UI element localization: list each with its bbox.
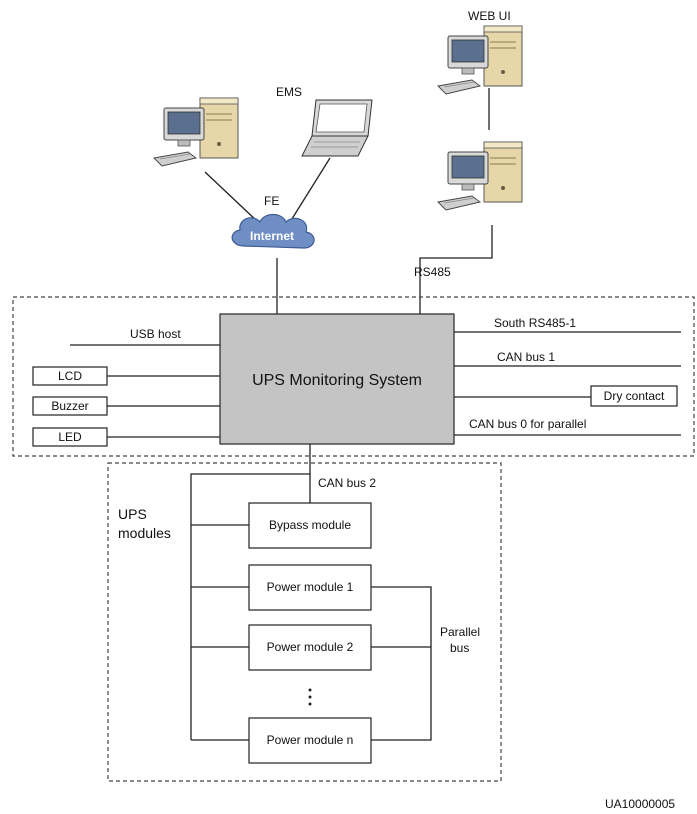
power-module-2-box bbox=[248, 624, 372, 671]
ups-modules-region bbox=[107, 462, 502, 782]
ems-label: EMS bbox=[276, 85, 302, 99]
buzzer-box bbox=[32, 396, 108, 416]
power-module-1-label: Power module 1 bbox=[267, 580, 354, 594]
power-module-2-label: Power module 2 bbox=[267, 640, 354, 654]
rs485-label: RS485 bbox=[414, 265, 451, 279]
webui-desktop-icon bbox=[437, 25, 523, 95]
led-label: LED bbox=[58, 430, 82, 444]
internet-cloud-icon bbox=[231, 213, 315, 249]
can-bus-2-trunk bbox=[190, 473, 310, 740]
dry-contact-box bbox=[590, 385, 678, 407]
laptop-icon bbox=[301, 99, 373, 157]
usb-host-label: USB host bbox=[130, 327, 181, 341]
ems-to-internet-line bbox=[204, 171, 259, 223]
dry-contact-label: Dry contact bbox=[604, 389, 665, 403]
laptop-to-internet-line bbox=[289, 157, 331, 223]
power-module-n-box bbox=[248, 717, 372, 764]
bypass-module-box bbox=[248, 502, 372, 549]
can-bus-0-label: CAN bus 0 for parallel bbox=[469, 417, 586, 431]
internet-label: Internet bbox=[250, 229, 294, 243]
fe-label: FE bbox=[264, 194, 279, 208]
can-bus-1-label: CAN bus 1 bbox=[497, 350, 555, 364]
parallel-bus-line bbox=[371, 586, 432, 741]
ups-modules-label-line2: modules bbox=[118, 525, 171, 541]
ups-modules-label-line1: UPS bbox=[118, 506, 147, 522]
ems-desktop-icon bbox=[153, 97, 239, 167]
ups-monitoring-system-box bbox=[219, 313, 455, 445]
parallel-bus-label-line1: Parallel bbox=[440, 625, 480, 639]
power-module-1-box bbox=[248, 564, 372, 611]
south-rs485-label: South RS485-1 bbox=[494, 316, 576, 330]
lcd-box bbox=[32, 366, 108, 386]
power-module-n-label: Power module n bbox=[267, 733, 354, 747]
parallel-bus-label-line2: bus bbox=[450, 641, 469, 655]
lcd-label: LCD bbox=[58, 369, 82, 383]
ups-monitoring-system-label: UPS Monitoring System bbox=[252, 372, 422, 389]
buzzer-label: Buzzer bbox=[51, 399, 88, 413]
can-bus-2-label: CAN bus 2 bbox=[318, 476, 376, 490]
bypass-module-label: Bypass module bbox=[269, 518, 351, 532]
ellipsis-dots bbox=[308, 688, 312, 706]
web-ui-label: WEB UI bbox=[468, 9, 511, 23]
led-box bbox=[32, 427, 108, 447]
rs485-desktop-icon bbox=[437, 141, 523, 211]
figure-id: UA10000005 bbox=[605, 797, 675, 811]
rs485-line bbox=[419, 225, 493, 314]
